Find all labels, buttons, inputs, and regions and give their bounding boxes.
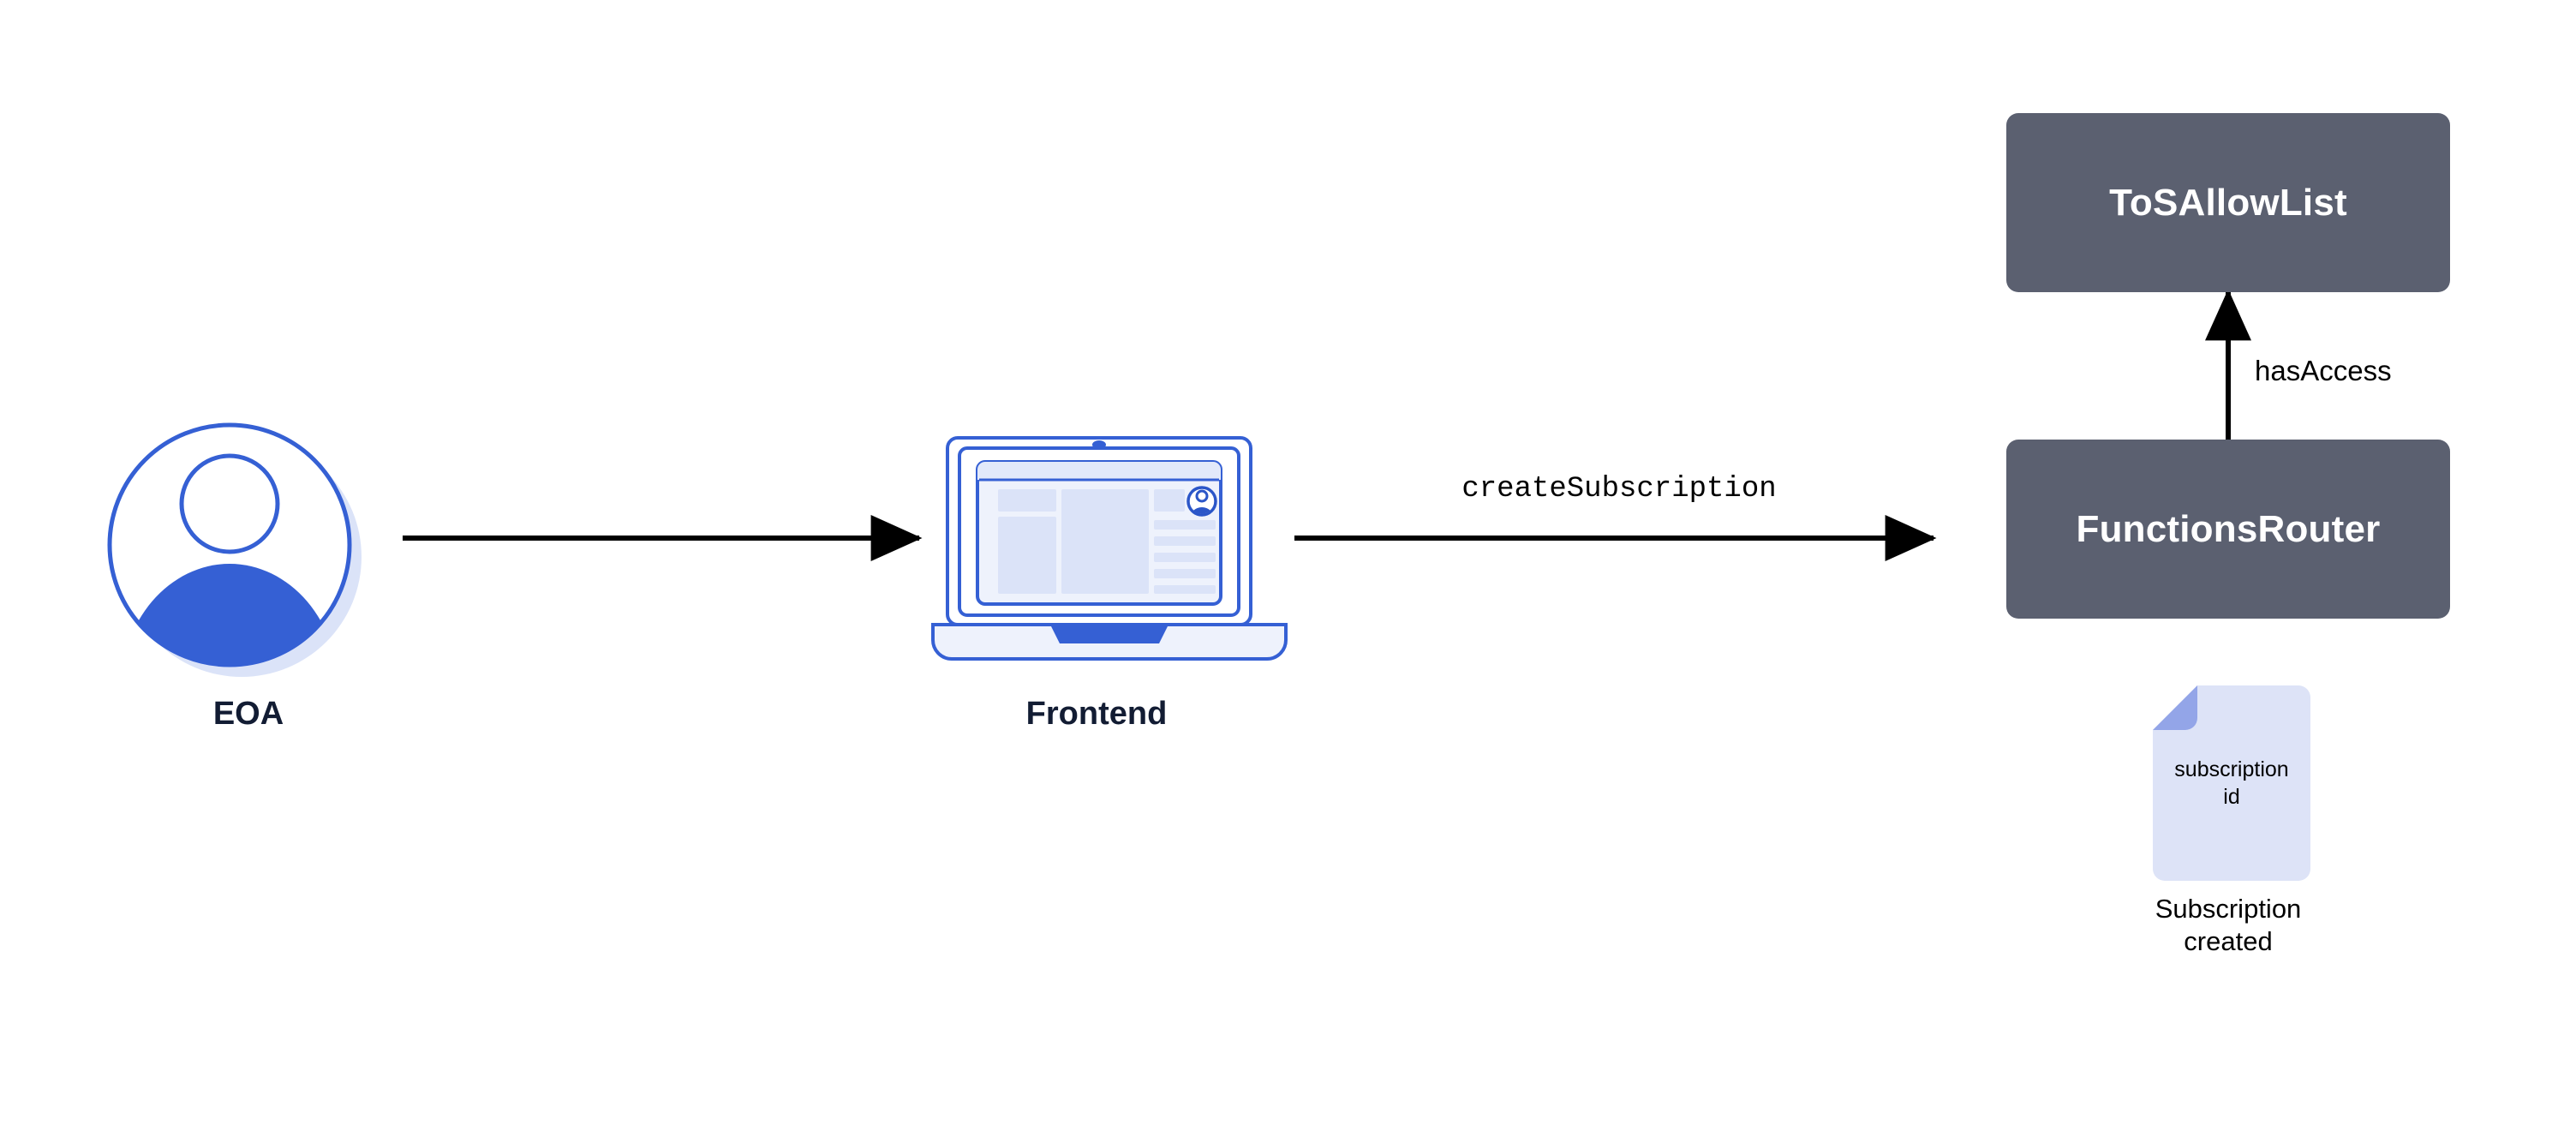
- subscription-caption-line-2: created: [2184, 925, 2273, 956]
- document-page-shape: [2153, 685, 2310, 881]
- screen-avatar-head: [1195, 489, 1209, 503]
- laptop-icon: [931, 436, 1288, 661]
- screen-block-left-top: [998, 489, 1056, 512]
- screen-titlebar: [977, 462, 1221, 480]
- laptop-trackpad: [1051, 626, 1168, 643]
- screen-block-left-body: [998, 517, 1056, 594]
- tosallowlist-label: ToSAllowList: [2109, 181, 2347, 224]
- node-functionsrouter[interactable]: FunctionsRouter: [2006, 440, 2450, 619]
- document-text-line-2: id: [2223, 785, 2239, 809]
- document-fold-icon: [2153, 685, 2197, 730]
- subscription-document-icon: subscription id: [2153, 685, 2310, 881]
- eoa-avatar-group: [107, 422, 362, 677]
- subscription-created-caption: Subscription created: [2073, 893, 2383, 958]
- screen-list-row-5: [1154, 585, 1216, 594]
- edge-label-has-access: hasAccess: [2255, 355, 2392, 386]
- screen-list-row-3: [1154, 553, 1216, 562]
- screen-block-center: [1061, 489, 1149, 594]
- screen-list-row-1: [1154, 520, 1216, 530]
- avatar-head-shape: [179, 453, 280, 554]
- screen-list-row-4: [1154, 569, 1216, 578]
- frontend-label: Frontend: [1025, 696, 1168, 732]
- screen-list-row-2: [1154, 536, 1216, 546]
- functionsrouter-label: FunctionsRouter: [2076, 507, 2381, 550]
- avatar-body-shape: [120, 564, 339, 663]
- node-tosallowlist[interactable]: ToSAllowList: [2006, 113, 2450, 292]
- eoa-label: EOA: [212, 696, 284, 732]
- subscription-caption-line-1: Subscription: [2155, 894, 2302, 924]
- document-text-line-1: subscription: [2174, 757, 2288, 781]
- screen-block-right-top: [1154, 489, 1185, 512]
- edge-label-create-subscription: createSubscription: [1461, 473, 1777, 506]
